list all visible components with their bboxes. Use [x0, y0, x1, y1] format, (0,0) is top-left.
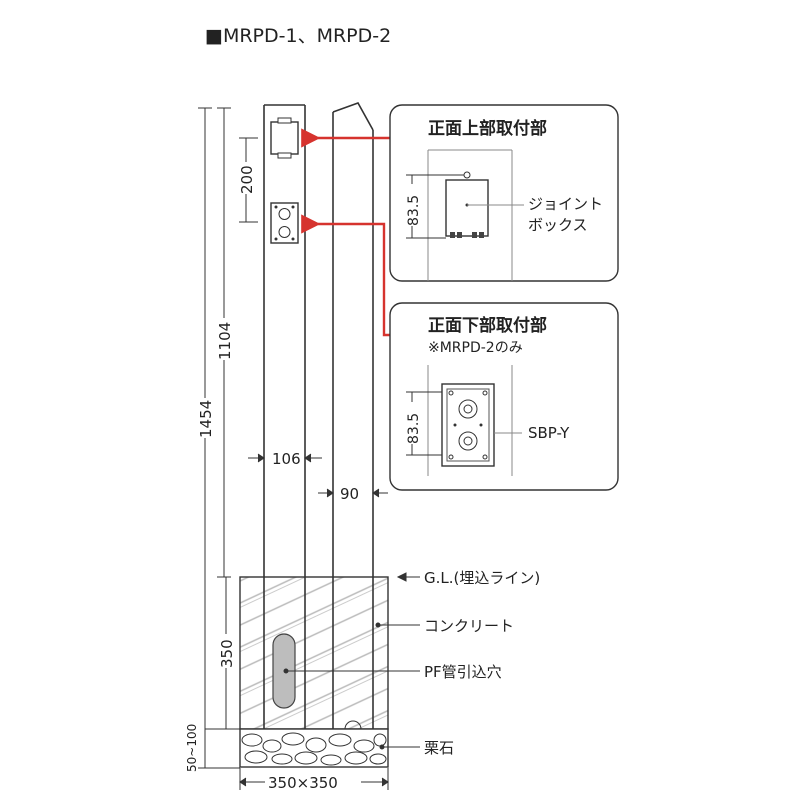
gravel-label: 栗石 — [424, 739, 454, 757]
upper-pitch-label: 83.5 — [406, 195, 422, 226]
dim-gravel-label: 50~100 — [185, 724, 199, 772]
upper-detail-panel — [389, 104, 619, 282]
joint-box-front — [270, 117, 299, 159]
dim-side-width — [318, 488, 388, 498]
dim-buried-label: 350 — [218, 639, 236, 668]
pf-hole-label: PF管引込穴 — [424, 663, 502, 681]
joint-box-label-1: ジョイント — [528, 195, 603, 213]
lower-detail-panel — [389, 302, 619, 491]
sbp-label: SBP-Y — [528, 424, 570, 442]
dim-front-width-label: 106 — [272, 450, 301, 468]
dim-box-spacing-label: 200 — [238, 165, 256, 194]
concrete-label: コンクリート — [424, 617, 514, 635]
lower-pitch-label: 83.5 — [406, 413, 422, 444]
callout-leaders — [283, 572, 420, 750]
dim-total-height-label: 1454 — [197, 400, 215, 438]
sbp-box-front — [270, 202, 299, 244]
drawing-title: ■MRPD-1、MRPD-2 — [205, 25, 391, 47]
lower-panel-title: 正面下部取付部 — [428, 315, 547, 336]
upper-panel-title: 正面上部取付部 — [428, 118, 547, 139]
lower-panel-note: ※MRPD-2のみ — [428, 340, 523, 356]
joint-box-label-2: ボックス — [528, 216, 588, 234]
dim-front-width — [248, 453, 322, 463]
dim-side-width-label: 90 — [340, 485, 359, 503]
dim-base-size-label: 350×350 — [268, 774, 338, 792]
concrete-base — [239, 576, 389, 730]
ground-line-label: G.L.(埋込ライン) — [424, 569, 540, 587]
dim-above-ground-label: 1104 — [216, 322, 234, 360]
